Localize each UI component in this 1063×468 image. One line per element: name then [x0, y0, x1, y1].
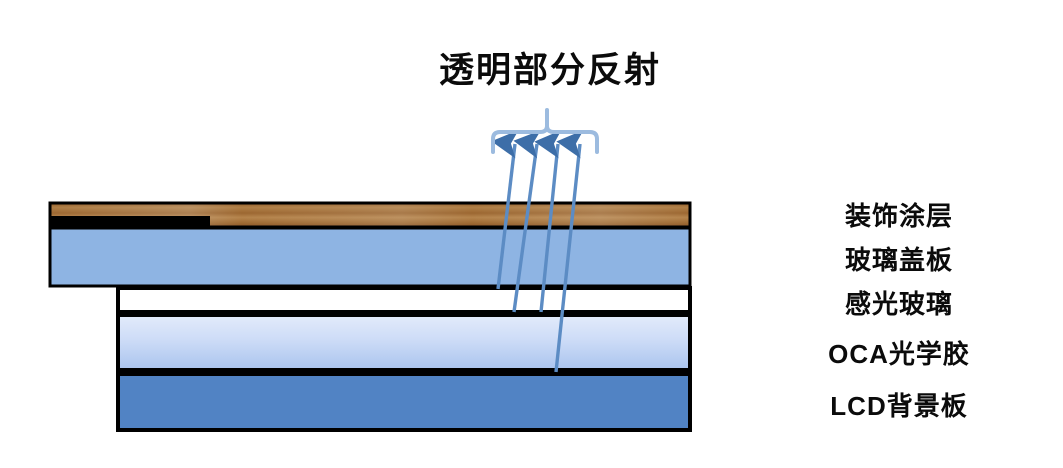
reflect-ray-1-arrow: [491, 130, 519, 290]
opaque-coating-section: [50, 216, 210, 227]
layer-decor-coating: [48, 201, 692, 229]
layer-lcd-backplate: [116, 372, 692, 432]
label-cover-glass: 玻璃盖板: [844, 245, 953, 275]
layer-photosensitive-glass: [116, 286, 692, 314]
page-title: 透明部分反射: [438, 51, 661, 90]
reflect-ray-4-arrow: [554, 130, 584, 373]
label-photosensitive-glass: 感光玻璃: [844, 289, 953, 319]
layer-oca-adhesive: [116, 313, 692, 372]
label-lcd-backplate: LCD背景板: [830, 391, 968, 421]
label-decor-coating: 装饰涂层: [844, 201, 953, 231]
layer-cover-glass: [48, 226, 692, 288]
reflect-ray-2-arrow: [512, 130, 541, 313]
label-oca-adhesive: OCA光学胶: [828, 339, 970, 369]
reflect-ray-3-arrow: [534, 129, 562, 313]
reflection-arrows: [491, 129, 584, 373]
brace-bracket: [491, 108, 599, 154]
